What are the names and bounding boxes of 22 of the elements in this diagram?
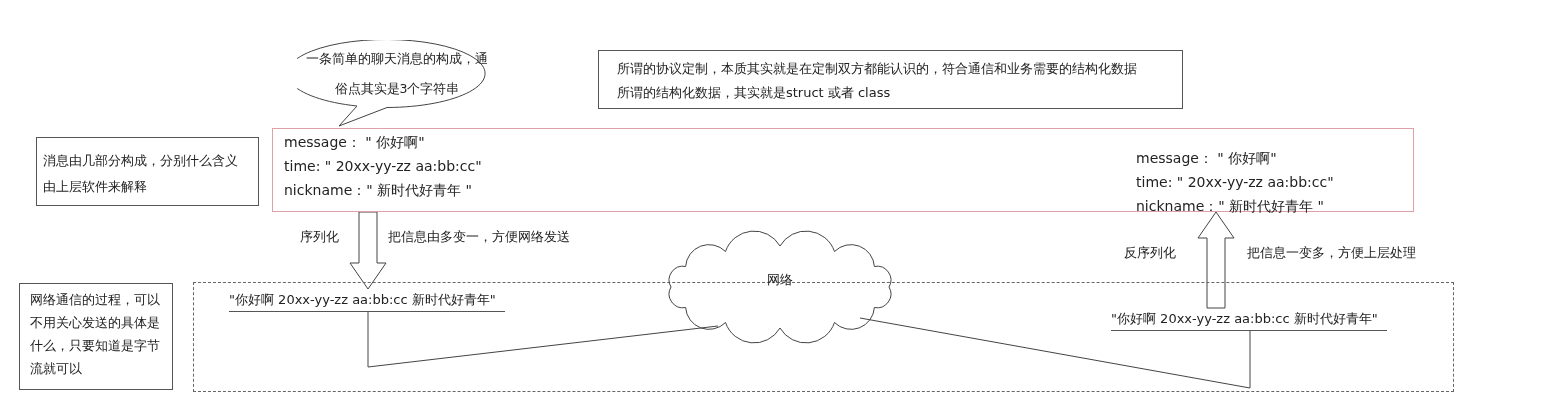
hollow-arrow bbox=[349, 211, 387, 290]
note-text: 把信息由多变一，方便网络发送 bbox=[386, 228, 572, 246]
connector-line bbox=[367, 310, 719, 368]
note-text: 把信息一变多，方便上层处理 bbox=[1245, 244, 1418, 262]
message-frame bbox=[272, 128, 1414, 212]
text-line: time: " 20xx-yy-zz aa:bb:cc" bbox=[284, 157, 483, 176]
text-line: nickname：" 新时代好青年 " bbox=[1136, 197, 1326, 216]
edge-label: 序列化 bbox=[298, 228, 341, 246]
text-line: message： " 你好啊" bbox=[1136, 149, 1278, 168]
connector-line bbox=[859, 317, 1251, 389]
text-line: nickname：" 新时代好青年 " bbox=[284, 181, 474, 200]
byte-string: "你好啊 20xx-yy-zz aa:bb:cc 新时代好青年" bbox=[1111, 309, 1387, 331]
edge-label: 反序列化 bbox=[1122, 244, 1178, 262]
hollow-arrow bbox=[1197, 211, 1235, 309]
text-line: time: " 20xx-yy-zz aa:bb:cc" bbox=[1136, 173, 1335, 192]
note-box: 消息由几部分构成，分别什么含义由上层软件来解释 bbox=[36, 137, 259, 206]
text-line: 所谓的结构化数据，其实就是struct 或者 class bbox=[617, 84, 892, 102]
byte-string: "你好啊 20xx-yy-zz aa:bb:cc 新时代好青年" bbox=[229, 290, 505, 312]
text-line: 所谓的协议定制，本质其实就是在定制双方都能认识的，符合通信和业务需要的结构化数据 bbox=[617, 60, 1138, 78]
text-line: message： " 你好啊" bbox=[284, 133, 426, 152]
note-box: 网络通信的过程，可以不用关心发送的具体是什么，只要知道是字节流就可以 bbox=[19, 283, 173, 390]
note-box bbox=[598, 50, 1183, 109]
